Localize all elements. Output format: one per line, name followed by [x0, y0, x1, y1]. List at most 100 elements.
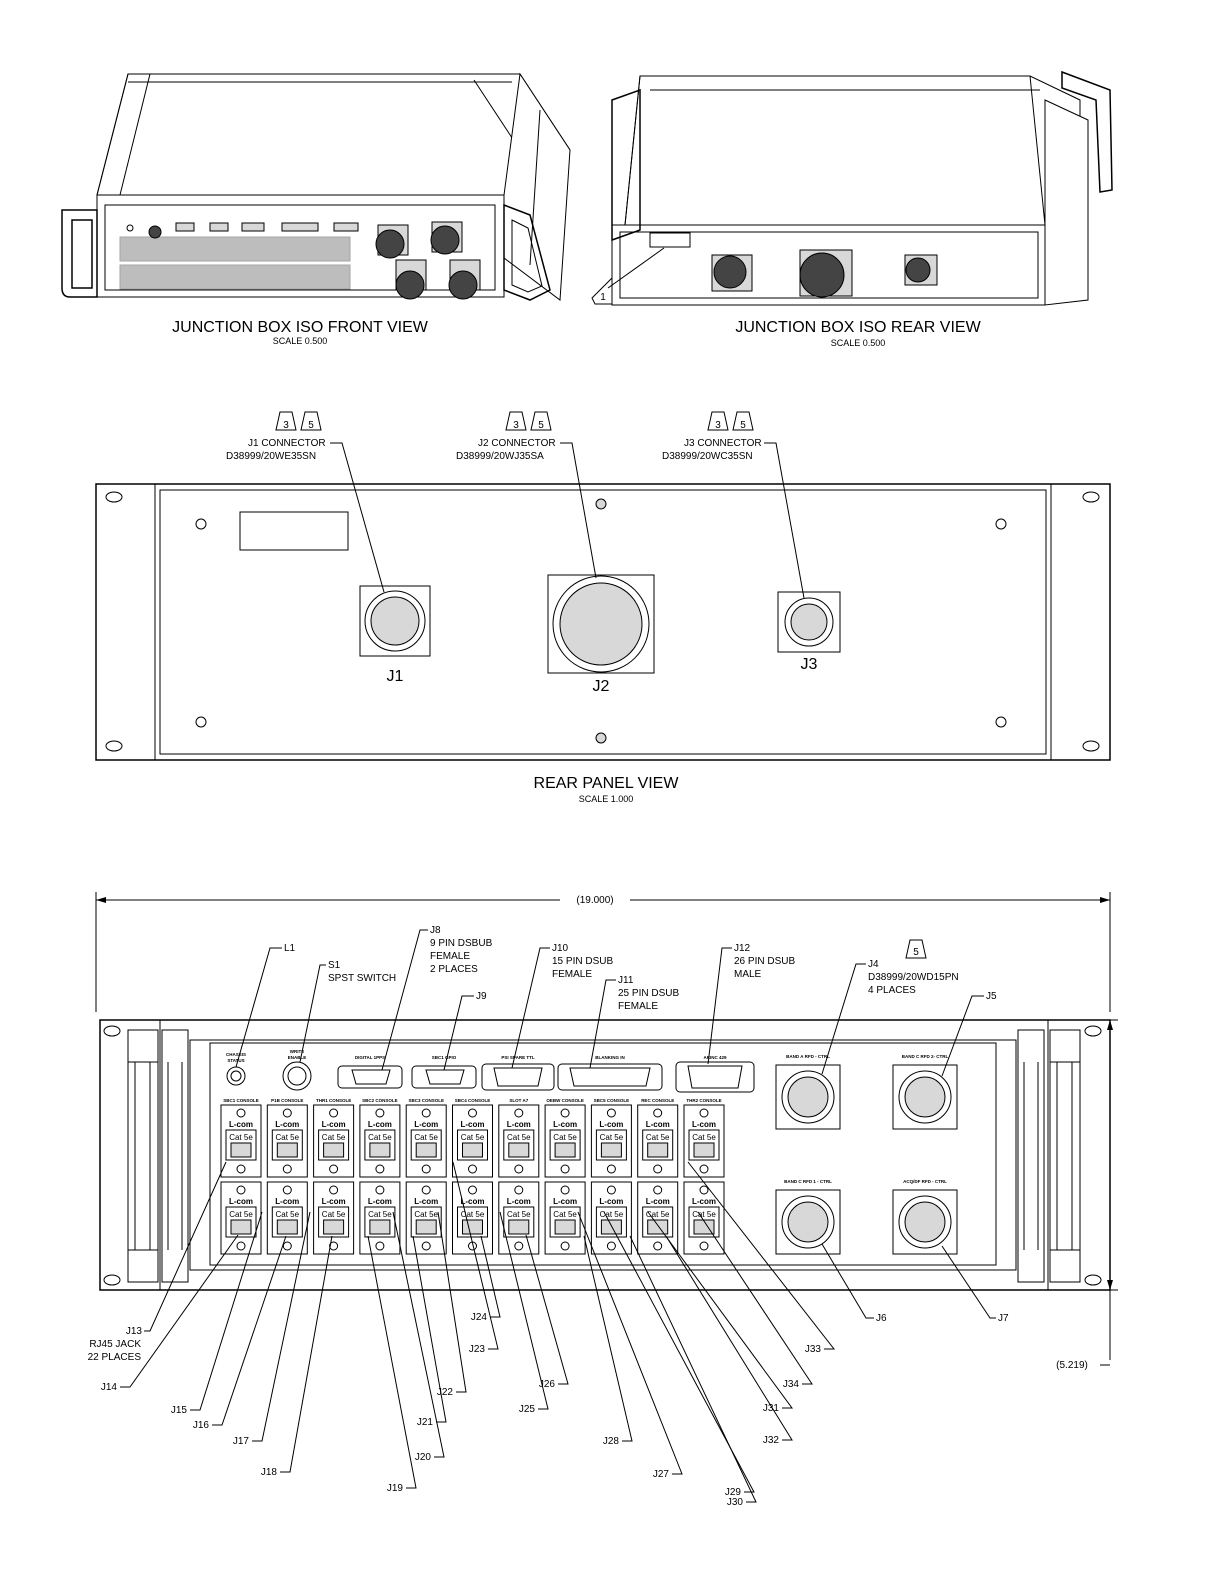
- rj45-port: [415, 1142, 437, 1158]
- rj45-port: [508, 1219, 530, 1235]
- callout-j8-line4: 2 PLACES: [430, 964, 478, 975]
- callout-label: J32: [763, 1435, 780, 1446]
- iso-rear-balloon: 1: [600, 292, 606, 303]
- rj45-column-label: SBC3 CONSOLE: [408, 1098, 444, 1103]
- iso-front-title: JUNCTION BOX ISO FRONT VIEW: [172, 319, 429, 336]
- rj45-cat: Cat 5e: [646, 1133, 670, 1142]
- callout-s1-desc: SPST SWITCH: [328, 973, 396, 984]
- screw-icon: [282, 1185, 292, 1195]
- rj45-port: [276, 1219, 298, 1235]
- circular-label-acq-df: ACQ/DF RFD - CTRL: [903, 1179, 947, 1184]
- rj45-port: [554, 1142, 576, 1158]
- callout-label: J26: [539, 1379, 556, 1390]
- rj45-port: [462, 1219, 483, 1235]
- leader-line: [437, 1211, 467, 1393]
- screw-icon: [236, 1164, 246, 1174]
- rj45-brand: L-com: [368, 1197, 392, 1206]
- callout-label: J20: [415, 1452, 432, 1463]
- callout-j12-line2: 26 PIN DSUB: [734, 956, 795, 967]
- callout-j4-part: D38999/20WD15PN: [868, 972, 959, 983]
- front-panel-view: CHASSIS STATUS WRITE ENABLE DIGITAL 1PPS…: [95, 892, 1118, 1366]
- screw-icon: [560, 1241, 570, 1251]
- callout-j4: J4: [868, 959, 879, 970]
- screw-icon: [514, 1108, 524, 1118]
- rj45-cat: Cat 5e: [553, 1210, 577, 1219]
- rj45-brand: L-com: [692, 1120, 716, 1129]
- screw-icon: [236, 1241, 246, 1251]
- rear-j1-id: J1: [387, 668, 404, 685]
- callout-j11: J11: [618, 975, 634, 986]
- screw-icon: [606, 1241, 616, 1251]
- screw-icon: [329, 1164, 339, 1174]
- rj45-cat: Cat 5e: [646, 1210, 670, 1219]
- rj45-port: [647, 1219, 669, 1235]
- rj45-brand: L-com: [414, 1120, 438, 1129]
- rear-j1-label: J1 CONNECTOR: [248, 438, 326, 449]
- screw-icon: [329, 1108, 339, 1118]
- rj45-cat: Cat 5e: [276, 1210, 300, 1219]
- rj45-port: [323, 1219, 345, 1235]
- screw-icon: [421, 1108, 431, 1118]
- rj45-column-label: SBC2 CONSOLE: [362, 1098, 398, 1103]
- screw-icon: [514, 1241, 524, 1251]
- rj45-cat: Cat 5e: [276, 1133, 300, 1142]
- callout-label: J24: [471, 1312, 488, 1323]
- circular-label-band-a: BAND A RFD - CTRL: [786, 1054, 830, 1059]
- screw-icon: [375, 1241, 385, 1251]
- screw-icon: [514, 1164, 524, 1174]
- rj45-cat: Cat 5e: [692, 1133, 716, 1142]
- callout-j6: J6: [876, 1313, 887, 1324]
- callout-j11-line3: FEMALE: [618, 1001, 658, 1012]
- leader-line: [697, 1211, 813, 1385]
- rj45-column-label: OEBW CONSOLE: [546, 1098, 584, 1103]
- screw-icon: [699, 1108, 709, 1118]
- rj45-port: [369, 1142, 391, 1158]
- rear-panel-title: REAR PANEL VIEW: [534, 775, 680, 792]
- rj45-brand: L-com: [275, 1120, 299, 1129]
- rj45-cat: Cat 5e: [553, 1133, 577, 1142]
- rj45-brand: L-com: [646, 1120, 670, 1129]
- callout-label: J33: [805, 1344, 822, 1355]
- iso-rear-title: JUNCTION BOX ISO REAR VIEW: [735, 319, 981, 336]
- screw-icon: [560, 1164, 570, 1174]
- callout-label: J27: [653, 1469, 670, 1480]
- rj45-cat: Cat 5e: [507, 1210, 531, 1219]
- callout-j10: J10: [552, 943, 569, 954]
- rj45-brand: L-com: [507, 1120, 531, 1129]
- callout-j13-line3: 22 PLACES: [88, 1352, 142, 1363]
- leader-line: [629, 1235, 757, 1503]
- leader-line: [480, 1235, 501, 1318]
- rj45-brand: L-com: [322, 1120, 346, 1129]
- callout-label: J16: [193, 1420, 210, 1431]
- rj45-port: [230, 1142, 252, 1158]
- leader-line: [367, 1235, 417, 1489]
- rj45-port: [693, 1142, 715, 1158]
- callout-j10-line2: 15 PIN DSUB: [552, 956, 613, 967]
- rj45-column-label: SBC1 CONSOLE: [223, 1098, 259, 1103]
- leader-line: [452, 1161, 499, 1350]
- rj45-cat: Cat 5e: [229, 1210, 253, 1219]
- rj45-port: [693, 1219, 715, 1235]
- bottom-callouts: J14J15J16J17J18J19J20J21J22J23J24J25J26J…: [101, 1161, 836, 1508]
- rj45-cat: Cat 5e: [414, 1133, 438, 1142]
- screw-icon: [282, 1241, 292, 1251]
- rj45-brand: L-com: [229, 1120, 253, 1129]
- chassis-status-label-2: STATUS: [227, 1058, 244, 1063]
- callout-j5: J5: [986, 991, 997, 1002]
- dsub-label-psi-spare-ttl: PSI SPARE TTL: [501, 1055, 534, 1060]
- rj45-brand: L-com: [599, 1197, 623, 1206]
- screw-icon: [329, 1185, 339, 1195]
- rear-j1-part: D38999/20WE35SN: [226, 451, 316, 462]
- rear-j1-balloon-b: 5: [308, 420, 314, 431]
- rj45-port: [230, 1219, 252, 1235]
- rj45-port: [508, 1142, 530, 1158]
- rj45-brand: L-com: [229, 1197, 253, 1206]
- screw-icon: [514, 1185, 524, 1195]
- screw-icon: [236, 1185, 246, 1195]
- rj45-cat: Cat 5e: [322, 1133, 346, 1142]
- rj45-column-label: REC CONSOLE: [641, 1098, 674, 1103]
- iso-front-scale: SCALE 0.500: [273, 336, 328, 346]
